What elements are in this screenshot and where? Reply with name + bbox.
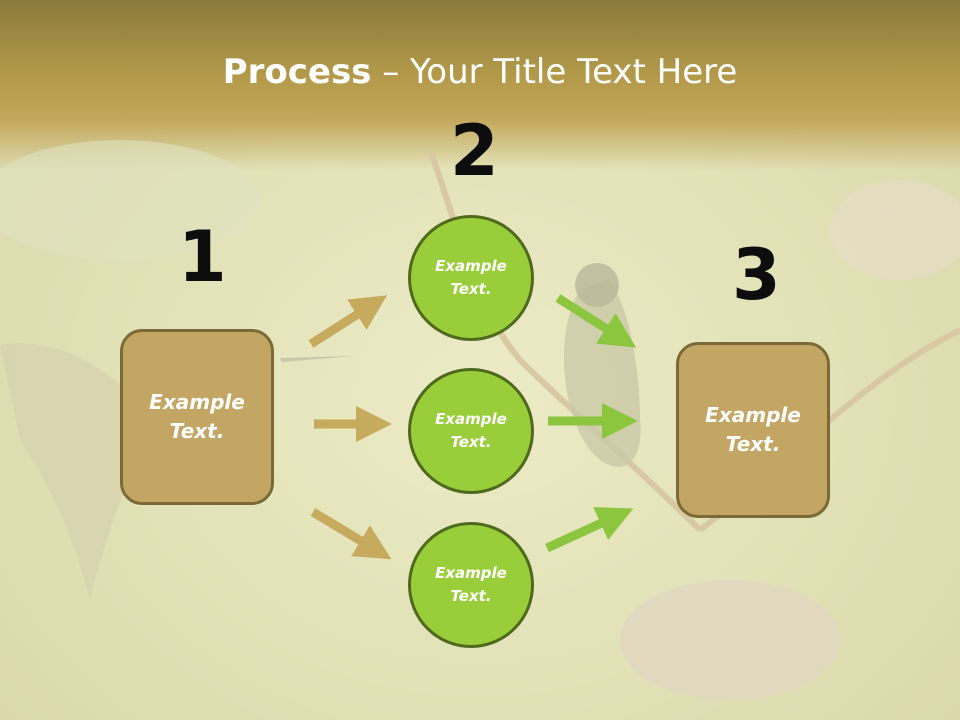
- step-3-box: Example Text.: [676, 342, 830, 518]
- slide-title: Process – Your Title Text Here: [0, 52, 960, 92]
- step-2-number: 2: [450, 110, 499, 192]
- title-bold: Process: [222, 52, 372, 92]
- arrow-bottom-to-3: [545, 507, 634, 553]
- arrow-top-to-3: [555, 294, 637, 348]
- step-2-circle-middle-text: Example Text.: [435, 409, 507, 451]
- title-rest: – Your Title Text Here: [371, 52, 738, 92]
- step-2-circle-bottom: Example Text.: [408, 522, 534, 648]
- step-2-circle-top: Example Text.: [408, 215, 534, 341]
- step-1-box: Example Text.: [120, 329, 274, 505]
- step-2-circle-middle: Example Text.: [408, 368, 534, 494]
- step-1-text: Example Text.: [149, 390, 245, 443]
- step-1-number: 1: [178, 216, 227, 298]
- step-3-number: 3: [732, 234, 781, 316]
- arrow-1-to-top: [308, 295, 388, 348]
- step-2-circle-top-text: Example Text.: [435, 256, 507, 298]
- arrow-1-to-bottom: [310, 508, 392, 560]
- step-3-text: Example Text.: [705, 403, 801, 456]
- title-band: [0, 0, 960, 170]
- step-2-circle-bottom-text: Example Text.: [435, 563, 507, 605]
